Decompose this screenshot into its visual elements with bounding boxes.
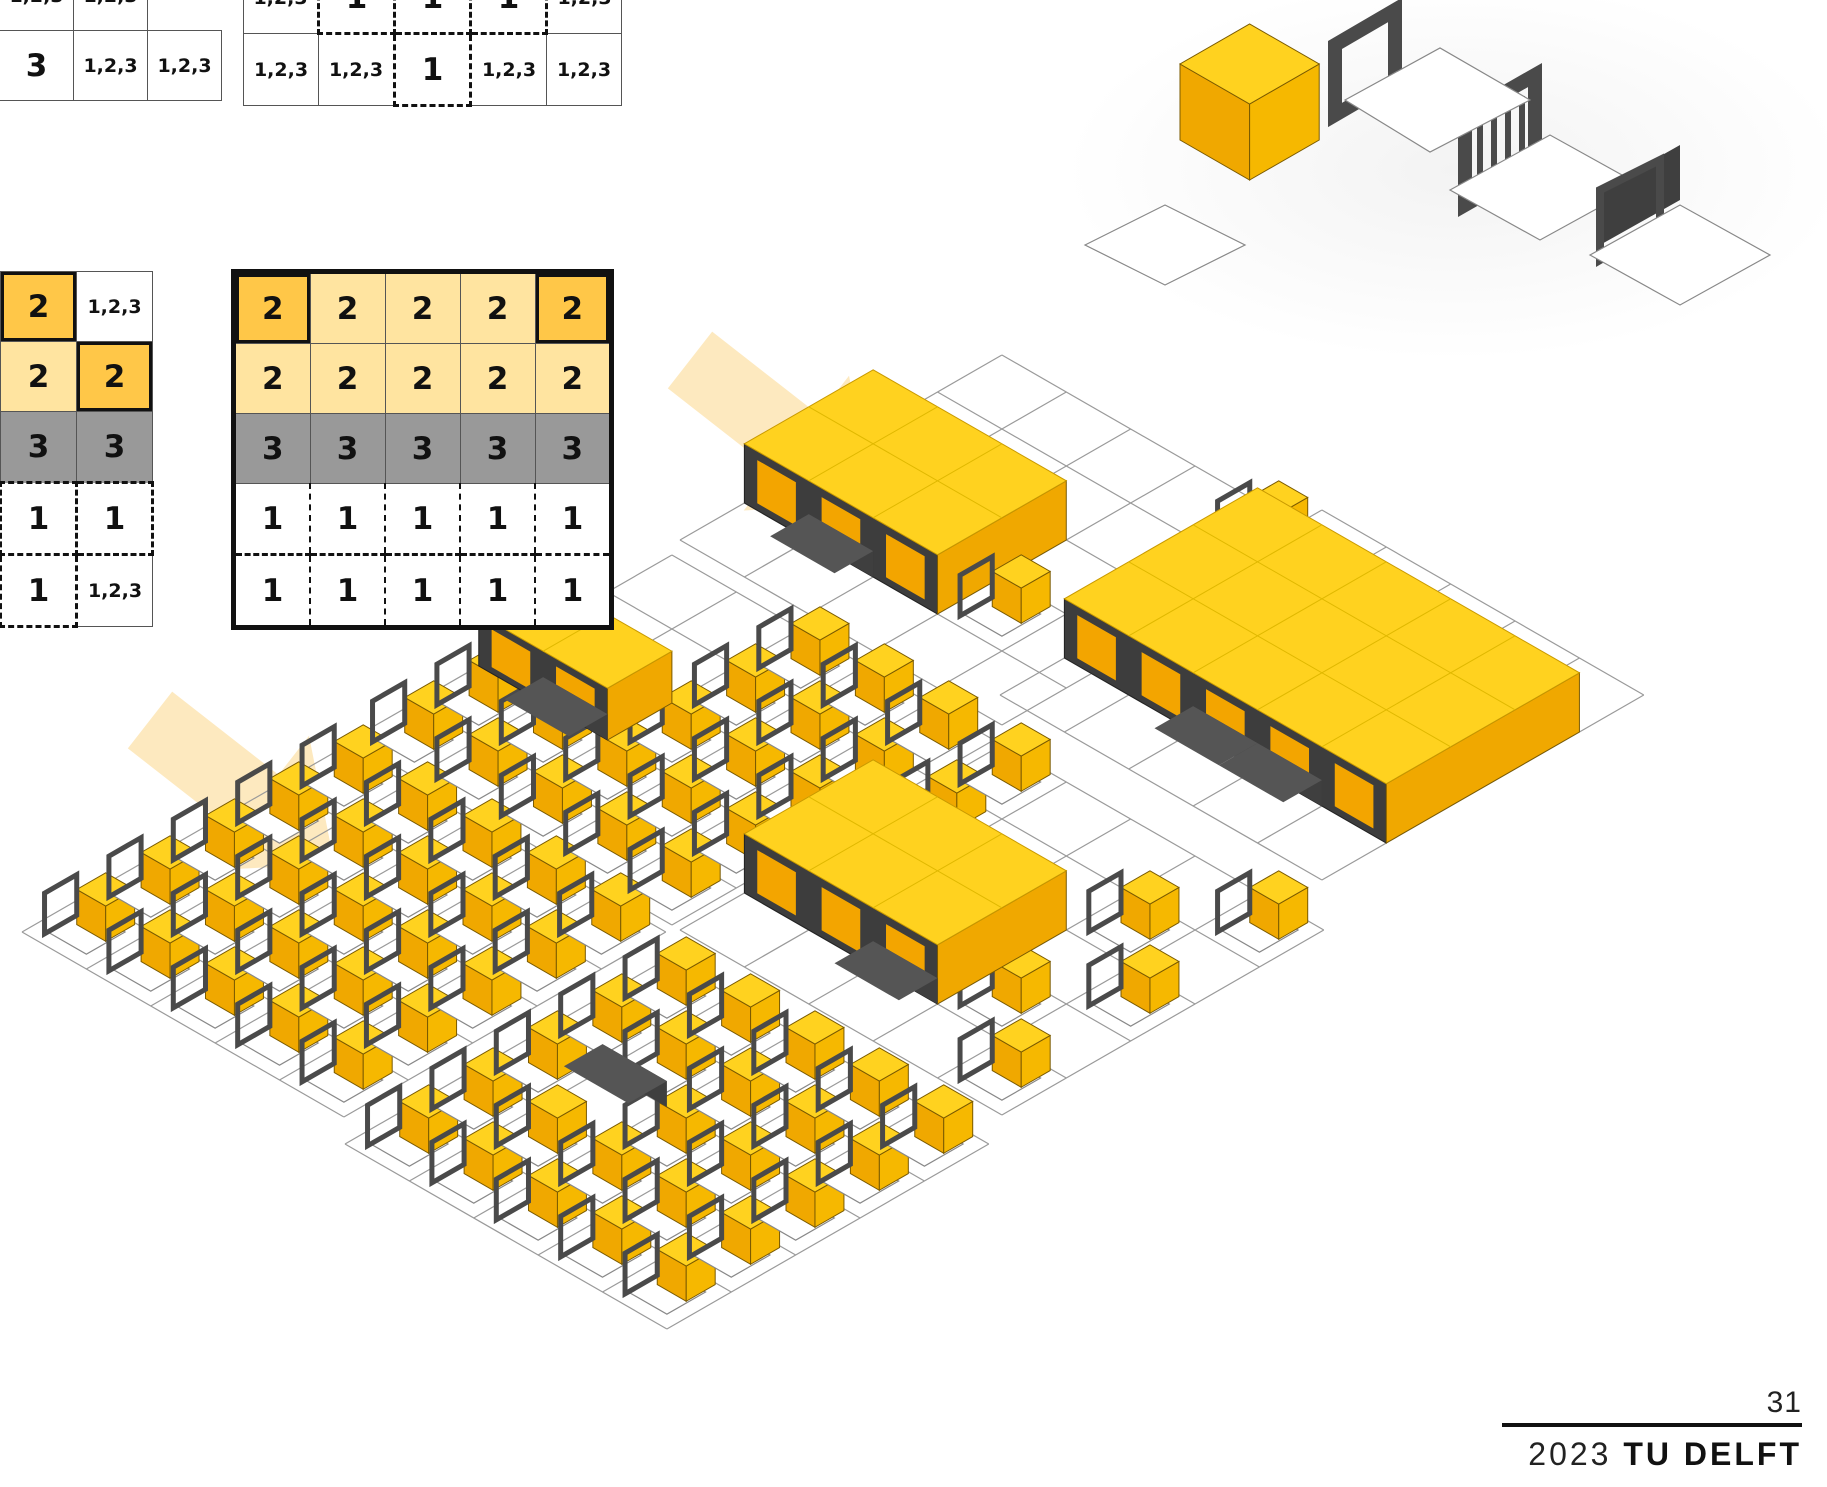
grid-cell: 2 xyxy=(460,344,535,414)
grid-row: 1,2,31111,2,3 xyxy=(244,0,622,34)
grid-row: 22 xyxy=(1,342,153,412)
grid-cell: 2 xyxy=(234,344,311,414)
grid-cell: 3 xyxy=(77,412,153,483)
grid-top-left: 1,2,31,2,331,2,31,2,3 xyxy=(0,0,222,101)
grid-cell: 1 xyxy=(460,555,535,628)
grid-cell: 1 xyxy=(535,484,612,555)
grid-cell: 3 xyxy=(1,412,77,483)
grid-cell: 1 xyxy=(395,0,471,34)
grid-cell: 1 xyxy=(385,484,460,555)
grid-cell: 1 xyxy=(319,0,395,34)
grid-cell: 1 xyxy=(385,555,460,628)
grid-cell: 1,2,3 xyxy=(244,34,319,106)
grid-cell: 1 xyxy=(310,484,385,555)
grid-cell: 1 xyxy=(234,555,311,628)
grid-row: 22222 xyxy=(234,344,612,414)
grid-cell: 1 xyxy=(395,34,471,106)
constraint-grid-top-right: 1,2,31111,2,31,2,31,2,311,2,31,2,3 xyxy=(243,0,622,107)
page-number: 31 xyxy=(1767,1386,1802,1420)
grid-cell: 2 xyxy=(310,344,385,414)
grid-cell: 3 xyxy=(0,31,74,101)
grid-cell: 1 xyxy=(310,555,385,628)
grid-cell: 1,2,3 xyxy=(77,555,153,627)
grid-cell: 1,2,3 xyxy=(0,0,74,31)
footer-year: 2023 xyxy=(1528,1436,1611,1472)
grid-row: 21,2,3 xyxy=(1,272,153,342)
grid-cell: 2 xyxy=(77,342,153,412)
grid-cell: 2 xyxy=(535,272,612,344)
grid-row: 33333 xyxy=(234,414,612,484)
grid-cell: 2 xyxy=(310,272,385,344)
grid-cell: 1,2,3 xyxy=(74,31,148,101)
grid-cell: 1,2,3 xyxy=(547,0,622,34)
grid-row: 22222 xyxy=(234,272,612,344)
grid-cell: 1,2,3 xyxy=(547,34,622,106)
grid-cell: 2 xyxy=(535,344,612,414)
grid-cell: 1 xyxy=(1,555,77,627)
grid-cell: 3 xyxy=(535,414,612,484)
grid-row: 11 xyxy=(1,483,153,555)
grid-cell: 1 xyxy=(1,483,77,555)
grid-cell: 2 xyxy=(385,272,460,344)
constraint-grid-top-left: 1,2,31,2,331,2,31,2,3 xyxy=(0,0,222,101)
grid-row: 33 xyxy=(1,412,153,483)
grid-cell: 2 xyxy=(385,344,460,414)
grid-cell: 1 xyxy=(234,484,311,555)
grid-row: 1,2,31,2,3 xyxy=(0,0,222,31)
grid-cell: 3 xyxy=(234,414,311,484)
grid-cell: 2 xyxy=(234,272,311,344)
grid-cell: 1 xyxy=(535,555,612,628)
grid-cell: 1,2,3 xyxy=(471,34,547,106)
grid-cell: 1,2,3 xyxy=(148,31,222,101)
grid-cell: 3 xyxy=(460,414,535,484)
grid-row: 11111 xyxy=(234,555,612,628)
grid-cell: 1,2,3 xyxy=(319,34,395,106)
grid-cell: 1,2,3 xyxy=(77,272,153,342)
grid-row: 11111 xyxy=(234,484,612,555)
grid-cell: 3 xyxy=(385,414,460,484)
grid-cell: 1 xyxy=(77,483,153,555)
grid-cell: 1 xyxy=(471,0,547,34)
grid-cell: 2 xyxy=(1,272,77,342)
footer-institution: TU DELFT xyxy=(1623,1436,1802,1472)
footer-credit: 2023 TU DELFT xyxy=(1528,1436,1802,1473)
grid-cell: 2 xyxy=(1,342,77,412)
grid-cell: 1,2,3 xyxy=(244,0,319,34)
grid-top-right: 1,2,31111,2,31,2,31,2,311,2,31,2,3 xyxy=(243,0,622,107)
footer-rule xyxy=(1502,1423,1802,1427)
grid-cell: 2 xyxy=(460,272,535,344)
grid-cell: 1,2,3 xyxy=(74,0,148,31)
grid-cell: 3 xyxy=(310,414,385,484)
grid-cell: 1 xyxy=(460,484,535,555)
